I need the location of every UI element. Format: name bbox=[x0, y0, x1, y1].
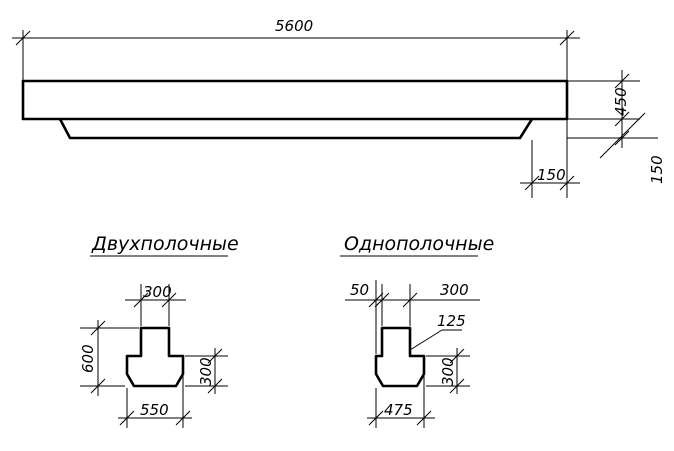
beam-elevation: 5600 450 150 150 bbox=[12, 17, 666, 198]
single-shelf-section: Однополочные 50 300 125 300 475 bbox=[340, 233, 494, 428]
single-shelf-title: Однополочные bbox=[344, 233, 494, 255]
length-dimension: 5600 bbox=[12, 17, 580, 81]
beam-height-label: 450 bbox=[612, 87, 630, 116]
beam-body bbox=[21, 79, 569, 121]
single-lower-height-label: 300 bbox=[439, 357, 457, 386]
single-shelf-profile bbox=[374, 326, 426, 388]
single-bottom-width-label: 475 bbox=[384, 401, 413, 419]
double-lower-height-label: 300 bbox=[197, 357, 215, 386]
single-top-width-label: 300 bbox=[440, 281, 469, 299]
single-left-offset-label: 50 bbox=[350, 281, 369, 299]
double-shelf-section: Двухполочные 300 600 300 550 bbox=[79, 233, 239, 428]
double-shelf-profile bbox=[125, 326, 185, 388]
double-bottom-width-label: 550 bbox=[140, 401, 169, 419]
shelf-offset-dimension: 150 bbox=[520, 119, 580, 198]
shelf-offset-label: 150 bbox=[537, 166, 566, 184]
beam-length-label: 5600 bbox=[275, 17, 313, 35]
height-dimension: 450 150 bbox=[567, 70, 666, 184]
single-shelf-width-label: 125 bbox=[437, 312, 466, 330]
beam-shelf bbox=[58, 118, 534, 140]
double-top-width-label: 300 bbox=[143, 283, 172, 301]
beam-shelf-depth-label: 150 bbox=[648, 155, 666, 184]
double-shelf-title: Двухполочные bbox=[91, 233, 239, 255]
double-total-height-label: 600 bbox=[79, 344, 97, 373]
